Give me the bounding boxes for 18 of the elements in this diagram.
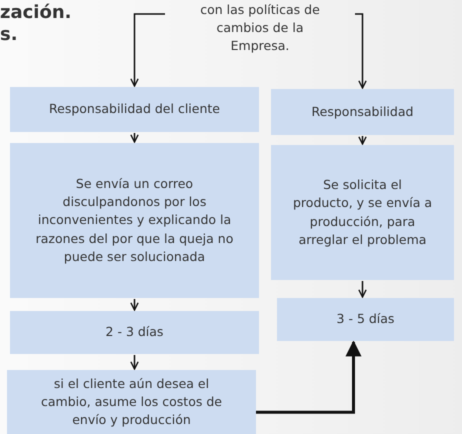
arrow (130, 13, 165, 87)
note-text: con las políticas de cambios de la Empresa. (165, 0, 355, 56)
arrow (130, 299, 139, 311)
heading-fragment: zación. (0, 2, 72, 24)
arrow (358, 281, 367, 298)
process-box: 3 - 5 días (277, 298, 454, 341)
process-box: Se envía un correo disculpandonos por los inconvenientes y explicando la razones del por que la queja no puede ser solucionada (10, 143, 259, 298)
arrow (130, 355, 139, 370)
process-box: si el cliente aún desea el cambio, asume los costos de envío y producción (7, 370, 256, 434)
arrow (355, 13, 367, 89)
process-box: Responsabilidad (271, 89, 454, 135)
arrow (130, 133, 139, 143)
arrow (256, 340, 362, 414)
arrow (358, 136, 367, 145)
heading-fragment: s. (0, 24, 18, 46)
process-box: Responsabilidad del cliente (10, 87, 259, 132)
process-box: Se solicita el producto, y se envía a producción, para arreglar el problema (271, 145, 454, 280)
process-box: 2 - 3 días (10, 311, 259, 354)
